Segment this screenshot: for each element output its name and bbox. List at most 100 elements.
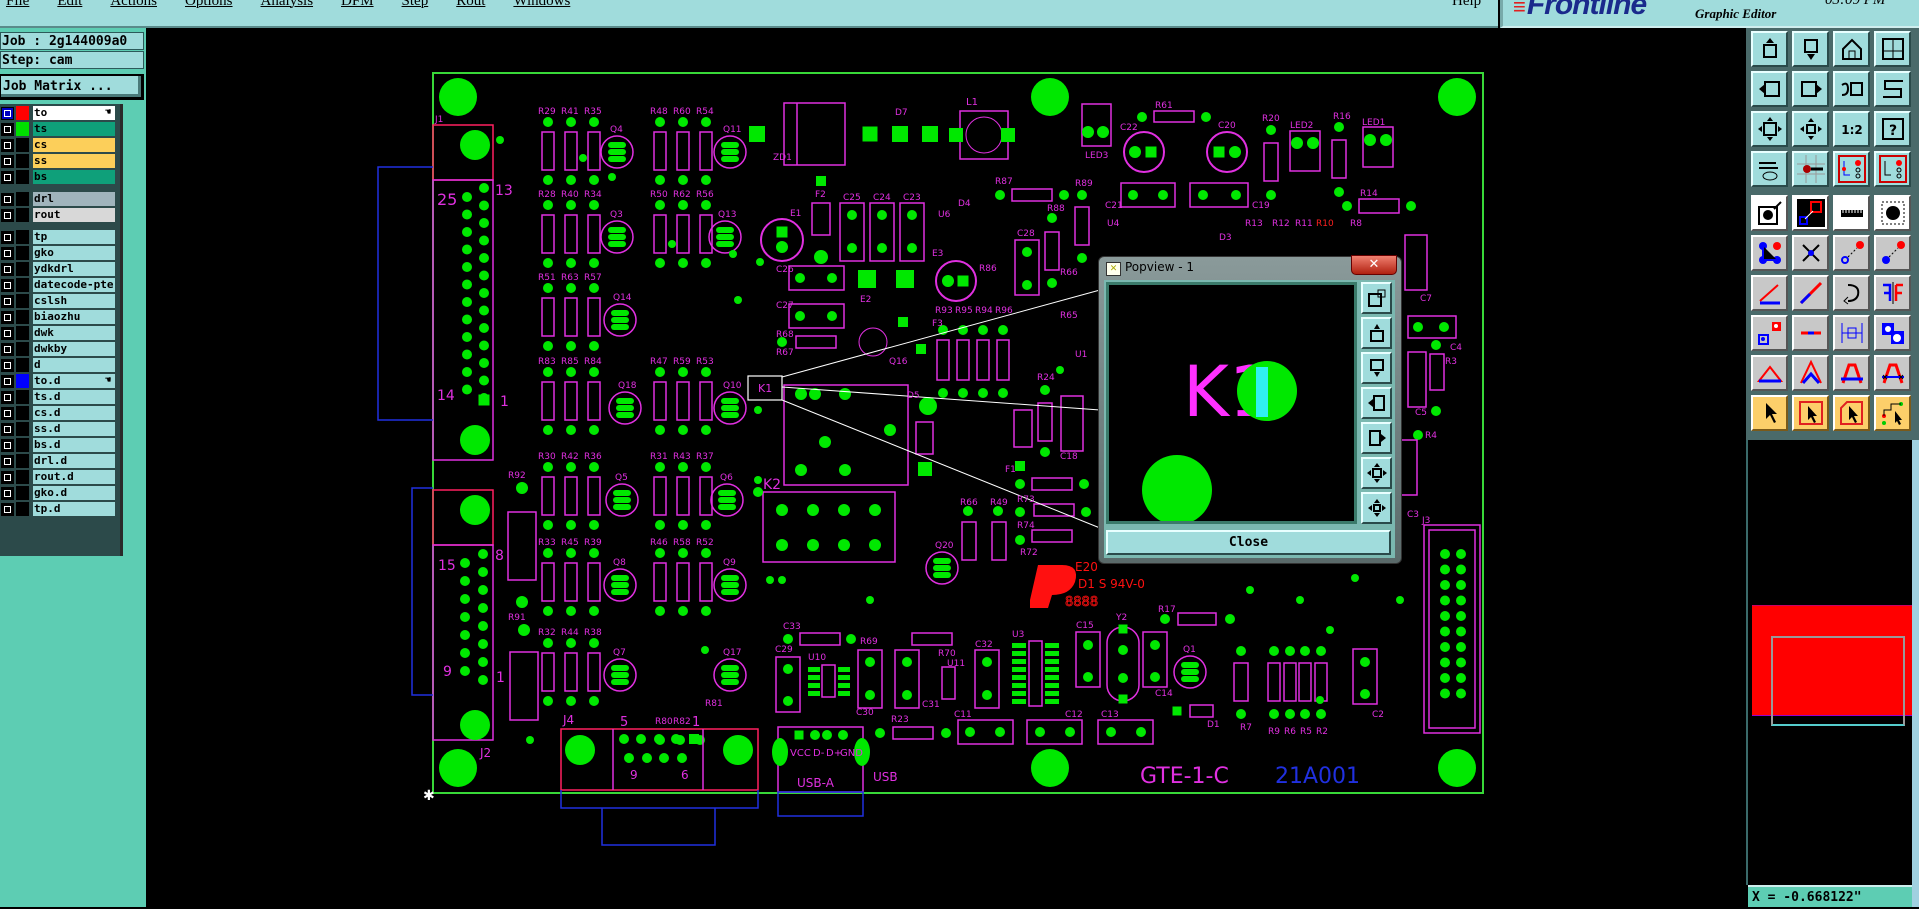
layer-checkbox[interactable] <box>1 209 14 222</box>
double-chevron-button[interactable] <box>1792 355 1829 391</box>
layer-name[interactable]: rout <box>33 208 115 222</box>
select-box-button[interactable] <box>1792 395 1829 431</box>
layer-name[interactable]: drl.d <box>33 454 115 468</box>
menu-help[interactable]: Help <box>1452 0 1482 9</box>
home-button[interactable] <box>1833 31 1870 67</box>
menu-actions[interactable]: Actions <box>110 0 158 9</box>
select-polygon-button[interactable] <box>1833 395 1870 431</box>
scrollbar[interactable] <box>1912 440 1919 907</box>
layer-row-dwk[interactable]: dwk <box>0 326 118 341</box>
layer-name[interactable]: ts <box>33 122 115 136</box>
layer-name[interactable]: ts.d <box>33 390 115 404</box>
layer-checkbox[interactable] <box>1 407 14 420</box>
pad-grid-button[interactable] <box>1792 151 1829 187</box>
layer-name[interactable]: datecode-pte <box>33 278 115 292</box>
layer-name[interactable]: bs <box>33 170 115 184</box>
triangle-button[interactable] <box>1751 355 1788 391</box>
popview-zoom-out-button[interactable] <box>1361 352 1392 384</box>
layer-color-swatch[interactable] <box>16 358 29 372</box>
layer-color-swatch[interactable] <box>16 278 29 292</box>
line-arrow-button[interactable] <box>1792 275 1829 311</box>
zoom-in-button[interactable] <box>1751 31 1788 67</box>
layer-color-swatch[interactable] <box>16 106 29 120</box>
layer-name[interactable]: biaozhu <box>33 310 115 324</box>
move-solid-node-button[interactable] <box>1874 235 1911 271</box>
layer-name[interactable]: ydkdrl <box>33 262 115 276</box>
grid-xy-button[interactable] <box>1874 31 1911 67</box>
layer-checkbox[interactable] <box>1 123 14 136</box>
layer-name[interactable]: gko <box>33 246 115 260</box>
layer-checkbox[interactable] <box>1 247 14 260</box>
select-arrow-button[interactable] <box>1751 395 1788 431</box>
layer-color-swatch[interactable] <box>16 138 29 152</box>
layer-row-cslsh[interactable]: cslsh <box>0 294 118 309</box>
move-node-button[interactable] <box>1833 235 1870 271</box>
layer-checkbox[interactable] <box>1 375 14 388</box>
line-segment-button[interactable] <box>1792 315 1829 351</box>
layer-row-tp[interactable]: tp <box>0 230 118 245</box>
layer-name[interactable]: to☚ <box>33 106 115 120</box>
layer-checkbox[interactable] <box>1 231 14 244</box>
layer-color-swatch[interactable] <box>16 390 29 404</box>
layer-color-swatch[interactable] <box>16 406 29 420</box>
dashed-pad-button[interactable] <box>1874 195 1911 231</box>
layer-color-swatch[interactable] <box>16 454 29 468</box>
layer-color-swatch[interactable] <box>16 502 29 516</box>
layer-name[interactable]: drl <box>33 192 115 206</box>
mirror-button[interactable] <box>1874 275 1911 311</box>
layer-row-rout[interactable]: rout <box>0 208 118 223</box>
layer-color-swatch[interactable] <box>16 230 29 244</box>
ruler-button[interactable] <box>1833 195 1870 231</box>
popview-canvas[interactable]: K1 <box>1106 282 1357 524</box>
layer-row-ss[interactable]: ss <box>0 154 118 169</box>
layer-color-swatch[interactable] <box>16 422 29 436</box>
rotate-button[interactable] <box>1833 275 1870 311</box>
layer-color-swatch[interactable] <box>16 438 29 452</box>
menu-dfm[interactable]: DFM <box>341 0 374 9</box>
merge-pads-button[interactable] <box>1874 315 1911 351</box>
layer-row-drl-d[interactable]: drl.d <box>0 454 118 469</box>
layer-color-swatch[interactable] <box>16 192 29 206</box>
layer-checkbox[interactable] <box>1 503 14 516</box>
select-net-button[interactable] <box>1874 395 1911 431</box>
arc-a-button[interactable] <box>1833 355 1870 391</box>
snake-route-button[interactable] <box>1874 71 1911 107</box>
layer-row-cs[interactable]: cs <box>0 138 118 153</box>
layer-checkbox[interactable] <box>1 327 14 340</box>
overview-panel[interactable] <box>1746 440 1919 885</box>
layer-color-swatch[interactable] <box>16 294 29 308</box>
layer-row-d[interactable]: d <box>0 358 118 373</box>
menu-analysis[interactable]: Analysis <box>260 0 314 9</box>
layer-row-to[interactable]: to☚ <box>0 106 118 121</box>
layer-row-dwkby[interactable]: dwkby <box>0 342 118 357</box>
zoom-out-button[interactable] <box>1792 31 1829 67</box>
layer-row-cs-d[interactable]: cs.d <box>0 406 118 421</box>
delete-node-button[interactable] <box>1792 235 1829 271</box>
layer-name[interactable]: d <box>33 358 115 372</box>
popview-pan-right-button[interactable] <box>1361 422 1392 454</box>
menu-step[interactable]: Step <box>401 0 429 9</box>
layer-color-swatch[interactable] <box>16 170 29 184</box>
popview-pan-all-button[interactable] <box>1361 492 1392 524</box>
popview-pan-left-button[interactable] <box>1361 387 1392 419</box>
layer-row-gko[interactable]: gko <box>0 246 118 261</box>
layer-name[interactable]: dwk <box>33 326 115 340</box>
layer-color-swatch[interactable] <box>16 122 29 136</box>
layer-color-swatch[interactable] <box>16 262 29 276</box>
popview-zoom-home-button[interactable] <box>1361 282 1392 314</box>
scale-1-2-button[interactable]: 1:2 <box>1833 111 1870 147</box>
layer-color-swatch[interactable] <box>16 154 29 168</box>
layer-name[interactable]: cs.d <box>33 406 115 420</box>
layer-checkbox[interactable] <box>1 391 14 404</box>
close-button[interactable]: Close <box>1106 530 1391 555</box>
popview-zoom-fit-button[interactable] <box>1361 457 1392 489</box>
layer-checkbox[interactable] <box>1 439 14 452</box>
move-pad-button[interactable] <box>1751 195 1788 231</box>
tools-button[interactable] <box>1751 151 1788 187</box>
layer-row-biaozhu[interactable]: biaozhu <box>0 310 118 325</box>
layer-checkbox[interactable] <box>1 359 14 372</box>
layer-row-ss-d[interactable]: ss.d <box>0 422 118 437</box>
layer-name[interactable]: tp.d <box>33 502 115 516</box>
